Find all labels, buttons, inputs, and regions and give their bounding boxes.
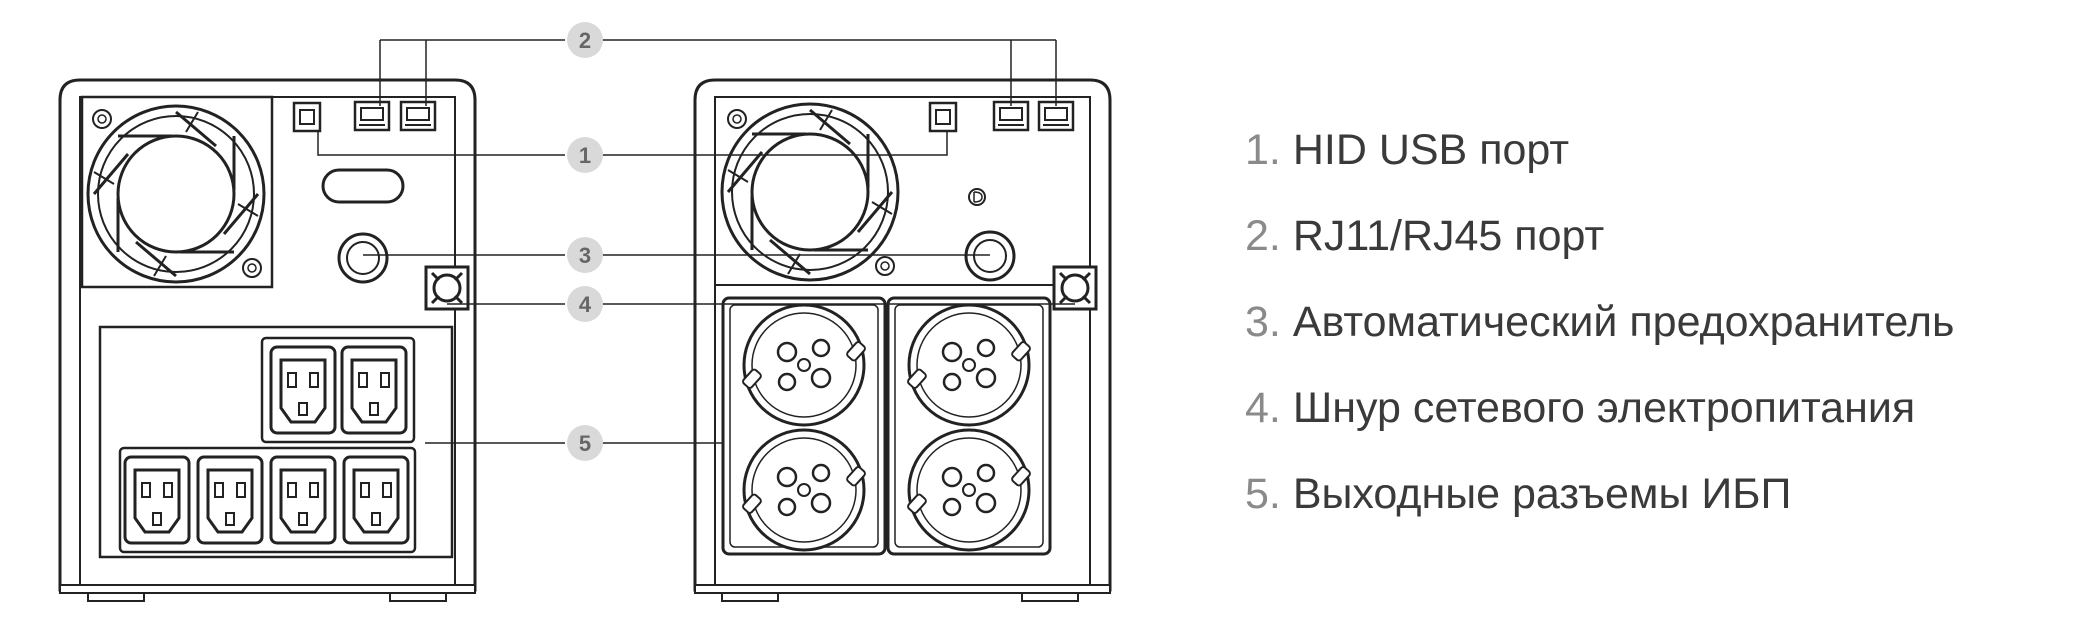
left-iec-outlet-5-icon — [269, 455, 337, 545]
legend-label: Автоматический предохранитель — [1292, 298, 1955, 346]
legend-label: RJ11/RJ45 порт — [1292, 212, 1605, 260]
left-iec-outlet-1-icon — [269, 345, 337, 435]
callout-4: 4 — [567, 286, 603, 322]
left-iec-outlet-3-icon — [123, 455, 191, 545]
right-usb-port-icon — [928, 101, 958, 133]
legend-item-2: 2. RJ11/RJ45 порт — [1245, 201, 1954, 287]
svg-text:2: 2 — [579, 28, 591, 53]
callout-5: 5 — [567, 425, 603, 461]
legend-list: 1. HID USB порт 2. RJ11/RJ45 порт 3. Авт… — [1245, 115, 1954, 545]
legend-item-4: 4. Шнур сетевого электропитания — [1245, 373, 1954, 459]
legend-number: 2. — [1245, 212, 1281, 260]
left-breaker-icon — [337, 232, 389, 284]
right-cord-icon — [1052, 265, 1098, 311]
callout-1: 1 — [567, 137, 603, 173]
left-rj-port-1-icon — [353, 100, 391, 132]
legend-item-3: 3. Автоматический предохранитель — [1245, 287, 1954, 373]
left-cord-icon — [424, 265, 470, 311]
left-fan-icon — [86, 104, 266, 284]
left-rj-port-2-icon — [399, 100, 437, 132]
svg-text:4: 4 — [579, 292, 592, 317]
legend-number: 4. — [1245, 384, 1281, 432]
legend-number: 3. — [1245, 298, 1281, 346]
legend-number: 1. — [1245, 126, 1281, 174]
svg-text:3: 3 — [579, 243, 591, 268]
callout-2: 2 — [567, 22, 603, 58]
legend-label: Шнур сетевого электропитания — [1292, 384, 1916, 432]
right-fan-icon — [720, 102, 900, 282]
left-usb-port-icon — [292, 101, 322, 133]
right-rj-port-2-icon — [1037, 100, 1075, 132]
legend-item-5: 5. Выходные разъемы ИБП — [1245, 459, 1954, 545]
left-ups-rear-panel — [58, 78, 477, 602]
right-rj-port-1-icon — [992, 100, 1030, 132]
right-schuko-outlet-1-icon — [740, 303, 868, 427]
legend-label: Выходные разъемы ИБП — [1292, 470, 1792, 518]
legend-item-1: 1. HID USB порт — [1245, 115, 1954, 201]
left-iec-outlet-2-icon — [340, 345, 408, 435]
svg-text:5: 5 — [579, 431, 591, 456]
right-schuko-outlet-2-icon — [740, 428, 868, 552]
right-schuko-outlet-4-icon — [905, 428, 1033, 552]
legend-number: 5. — [1245, 470, 1281, 518]
legend-label: HID USB порт — [1292, 126, 1570, 174]
left-iec-outlet-4-icon — [196, 455, 264, 545]
right-breaker-icon — [964, 230, 1016, 282]
ups-rear-panels-diagram: 2 1 3 4 5 — [58, 22, 1112, 602]
callout-3: 3 — [567, 237, 603, 273]
leader-lines — [317, 39, 1075, 444]
right-ups-rear-panel — [693, 78, 1112, 602]
svg-text:1: 1 — [579, 143, 591, 168]
left-iec-outlet-6-icon — [342, 455, 410, 545]
right-schuko-outlet-3-icon — [905, 303, 1033, 427]
